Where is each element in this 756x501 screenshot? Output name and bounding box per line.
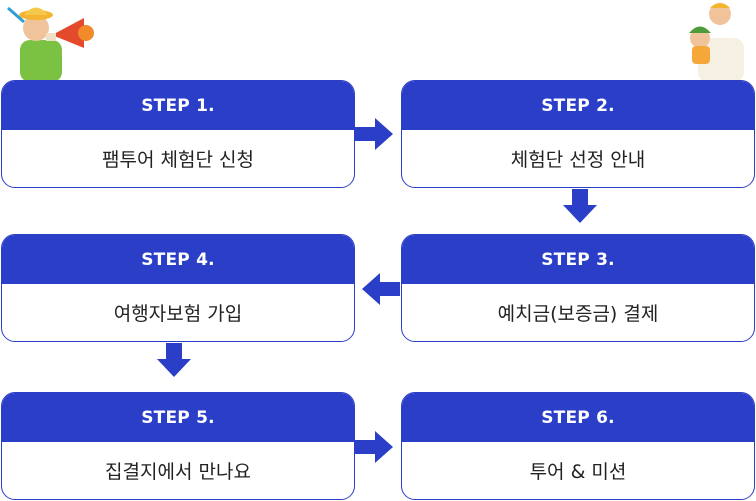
step-label: STEP 1.	[2, 81, 354, 130]
step-description: 투어 & 미션	[529, 461, 627, 483]
step-description: 예치금(보증금) 결제	[497, 303, 659, 325]
step-card-3: STEP 3. 예치금(보증금) 결제	[401, 234, 755, 342]
step-label: STEP 5.	[2, 393, 354, 442]
arrow-right-icon	[355, 118, 393, 150]
step-card-5: STEP 5. 집결지에서 만나요	[1, 392, 355, 500]
step-card-1: STEP 1. 팸투어 체험단 신청	[1, 80, 355, 188]
arrow-down-icon	[563, 189, 597, 223]
step-label: STEP 2.	[402, 81, 754, 130]
arrow-down-icon	[157, 343, 191, 377]
step-label: STEP 3.	[402, 235, 754, 284]
step-description: 집결지에서 만나요	[105, 461, 251, 483]
step-card-4: STEP 4. 여행자보험 가입	[1, 234, 355, 342]
step-card-6: STEP 6. 투어 & 미션	[401, 392, 755, 500]
step-card-2: STEP 2. 체험단 선정 안내	[401, 80, 755, 188]
arrow-left-icon	[362, 273, 400, 305]
arrow-right-icon	[355, 431, 393, 463]
megaphone-person-illustration	[7, 6, 94, 82]
step-description: 체험단 선정 안내	[510, 149, 646, 171]
parent-child-illustration	[689, 3, 744, 82]
step-label: STEP 4.	[2, 235, 354, 284]
step-label: STEP 6.	[402, 393, 754, 442]
step-description: 팸투어 체험단 신청	[102, 149, 254, 171]
step-description: 여행자보험 가입	[113, 303, 243, 325]
